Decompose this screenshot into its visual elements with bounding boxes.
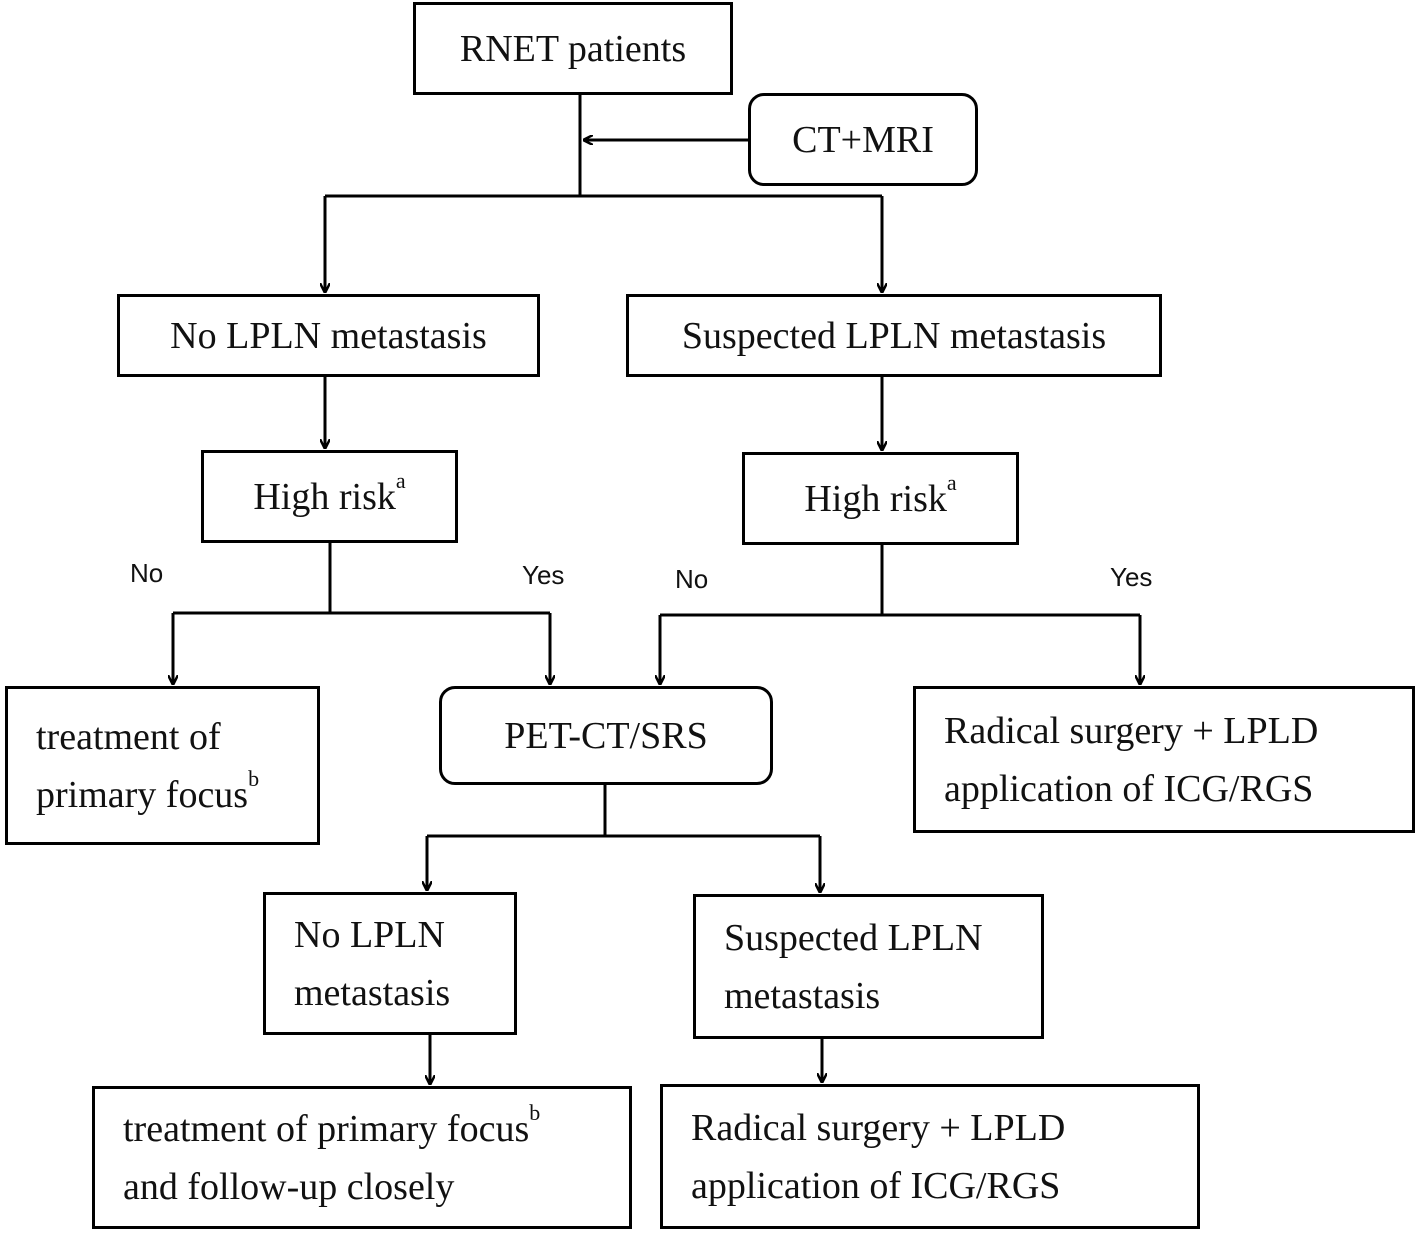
high-risk-right-box: High riska xyxy=(742,452,1019,545)
no-lpln-metastasis-label: No LPLN metastasis xyxy=(170,314,487,357)
pet-ct-srs-box: PET-CT/SRS xyxy=(439,686,773,785)
high-risk-right-label: High riska xyxy=(804,469,957,520)
ct-mri-label: CT+MRI xyxy=(792,118,934,161)
edge-label-right-no: No xyxy=(675,564,709,594)
no-lpln-metastasis-box: No LPLN metastasis xyxy=(117,294,540,377)
treatment-followup-box: treatment of primary focusb and follow-u… xyxy=(92,1086,632,1229)
radical-surgery-bottom-box: Radical surgery + LPLD application of IC… xyxy=(660,1084,1200,1229)
edge-label-left-yes: Yes xyxy=(522,560,565,590)
high-risk-left-box: High riska xyxy=(201,450,458,543)
rnet-patients-label: RNET patients xyxy=(459,27,687,70)
ct-mri-box: CT+MRI xyxy=(748,93,978,186)
edge-label-right-yes: Yes xyxy=(1110,562,1153,592)
radical-surgery-right-box: Radical surgery + LPLD application of IC… xyxy=(913,686,1415,833)
treatment-primary-focus-box: treatment of primary focusb xyxy=(5,686,320,845)
edge-label-left-no: No xyxy=(130,558,164,588)
high-risk-left-label: High riska xyxy=(253,467,406,518)
suspected-lpln-metastasis-label: Suspected LPLN metastasis xyxy=(681,314,1107,357)
no-lpln-metastasis-bottom-box: No LPLN metastasis xyxy=(263,892,517,1035)
pet-ct-srs-label: PET-CT/SRS xyxy=(504,714,708,757)
rnet-patients-box: RNET patients xyxy=(413,2,733,95)
suspected-lpln-metastasis-bottom-box: Suspected LPLN metastasis xyxy=(693,894,1044,1039)
suspected-lpln-metastasis-box: Suspected LPLN metastasis xyxy=(626,294,1162,377)
